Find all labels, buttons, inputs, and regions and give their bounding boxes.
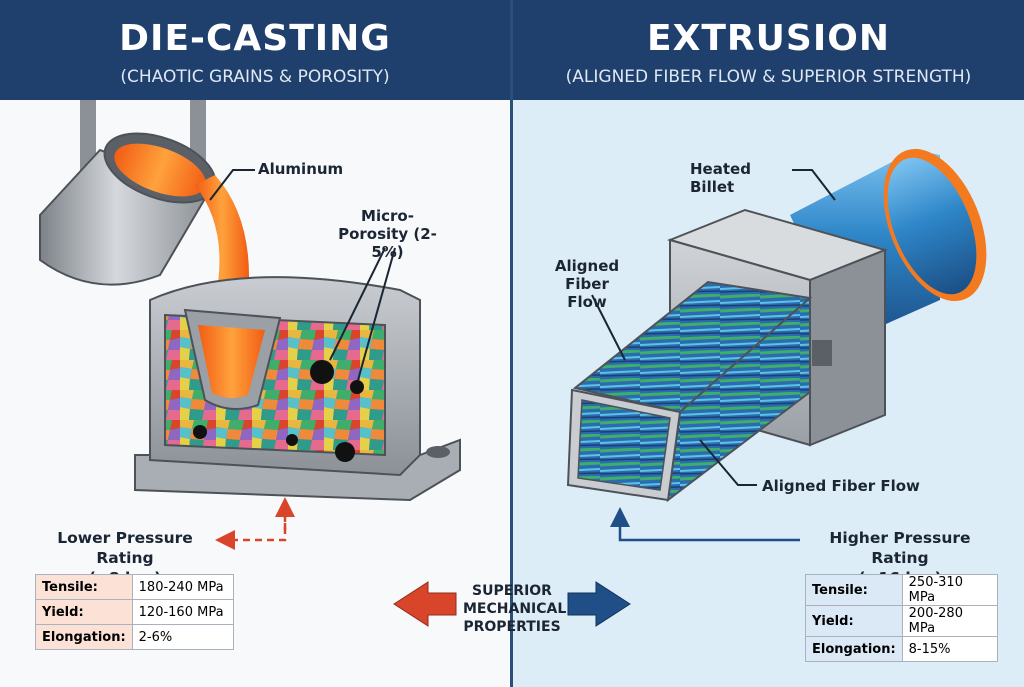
property-value: 200-280 MPa bbox=[901, 605, 998, 637]
table-row: Yield:120-160 MPa bbox=[35, 599, 234, 625]
arrow-left-icon bbox=[393, 581, 457, 627]
property-value: 120-160 MPa bbox=[131, 599, 234, 625]
property-name: Tensile: bbox=[805, 574, 903, 606]
arrow-right-icon bbox=[567, 581, 631, 627]
porosity-label: Micro-Porosity (2-5%) bbox=[338, 207, 437, 261]
extrusion-subtitle: (ALIGNED FIBER FLOW & SUPERIOR STRENGTH) bbox=[565, 67, 972, 87]
pore bbox=[286, 434, 298, 446]
lower-pressure-rating-title: Lower Pressure Rating bbox=[57, 529, 193, 567]
pore bbox=[193, 425, 207, 439]
table-row: Elongation:8-15% bbox=[805, 636, 998, 662]
property-value: 250-310 MPa bbox=[901, 574, 998, 606]
property-name: Elongation: bbox=[805, 636, 903, 662]
higher-pressure-arrow bbox=[610, 507, 800, 542]
die-casting-properties-table: Tensile:180-240 MPa Yield:120-160 MPa El… bbox=[35, 574, 234, 650]
pore bbox=[310, 360, 334, 384]
table-row: Yield:200-280 MPa bbox=[805, 605, 998, 637]
property-value: 2-6% bbox=[131, 624, 234, 650]
fiber-upper-leader bbox=[591, 294, 626, 361]
extruded-profile-icon bbox=[566, 280, 813, 503]
higher-pressure-rating-title: Higher Pressure Rating bbox=[829, 529, 971, 567]
center-line-1: SUPERIOR bbox=[472, 583, 552, 599]
fiber-lower-label: Aligned Fiber Flow bbox=[762, 477, 920, 495]
lower-pressure-arrow bbox=[215, 515, 287, 550]
property-name: Yield: bbox=[35, 599, 133, 625]
fiber-lower-leader bbox=[699, 439, 757, 486]
property-value: 8-15% bbox=[901, 636, 998, 662]
property-name: Elongation: bbox=[35, 624, 133, 650]
superior-properties-label: SUPERIOR MECHANICAL PROPERTIES bbox=[463, 582, 567, 636]
porosity-leader bbox=[329, 247, 396, 381]
pore bbox=[335, 442, 355, 462]
fiber-upper-label: Aligned Fiber Flow bbox=[554, 257, 620, 311]
die-casting-header: DIE-CASTING (CHAOTIC GRAINS & POROSITY) bbox=[0, 0, 510, 100]
extrusion-header: EXTRUSION (ALIGNED FIBER FLOW & SUPERIOR… bbox=[513, 0, 1024, 100]
extrusion-title: EXTRUSION bbox=[647, 18, 890, 59]
mold-icon bbox=[134, 276, 461, 502]
ladle-icon bbox=[39, 132, 217, 286]
table-row: Elongation:2-6% bbox=[35, 624, 234, 650]
panel-divider bbox=[510, 0, 513, 687]
property-value: 180-240 MPa bbox=[131, 574, 234, 600]
billet-label: Heated Billet bbox=[690, 160, 751, 196]
die-casting-title: DIE-CASTING bbox=[119, 18, 391, 59]
center-line-2: MECHANICAL bbox=[463, 601, 567, 617]
die-casting-subtitle: (CHAOTIC GRAINS & POROSITY) bbox=[120, 67, 390, 87]
center-line-3: PROPERTIES bbox=[463, 619, 561, 635]
property-name: Tensile: bbox=[35, 574, 133, 600]
table-row: Tensile:250-310 MPa bbox=[805, 574, 998, 606]
aluminum-leader bbox=[209, 169, 255, 201]
billet-leader bbox=[792, 169, 836, 201]
property-name: Yield: bbox=[805, 605, 903, 637]
pore bbox=[350, 380, 364, 394]
extrusion-properties-table: Tensile:250-310 MPa Yield:200-280 MPa El… bbox=[805, 574, 998, 662]
aluminum-label: Aluminum bbox=[258, 160, 344, 178]
table-row: Tensile:180-240 MPa bbox=[35, 574, 234, 600]
